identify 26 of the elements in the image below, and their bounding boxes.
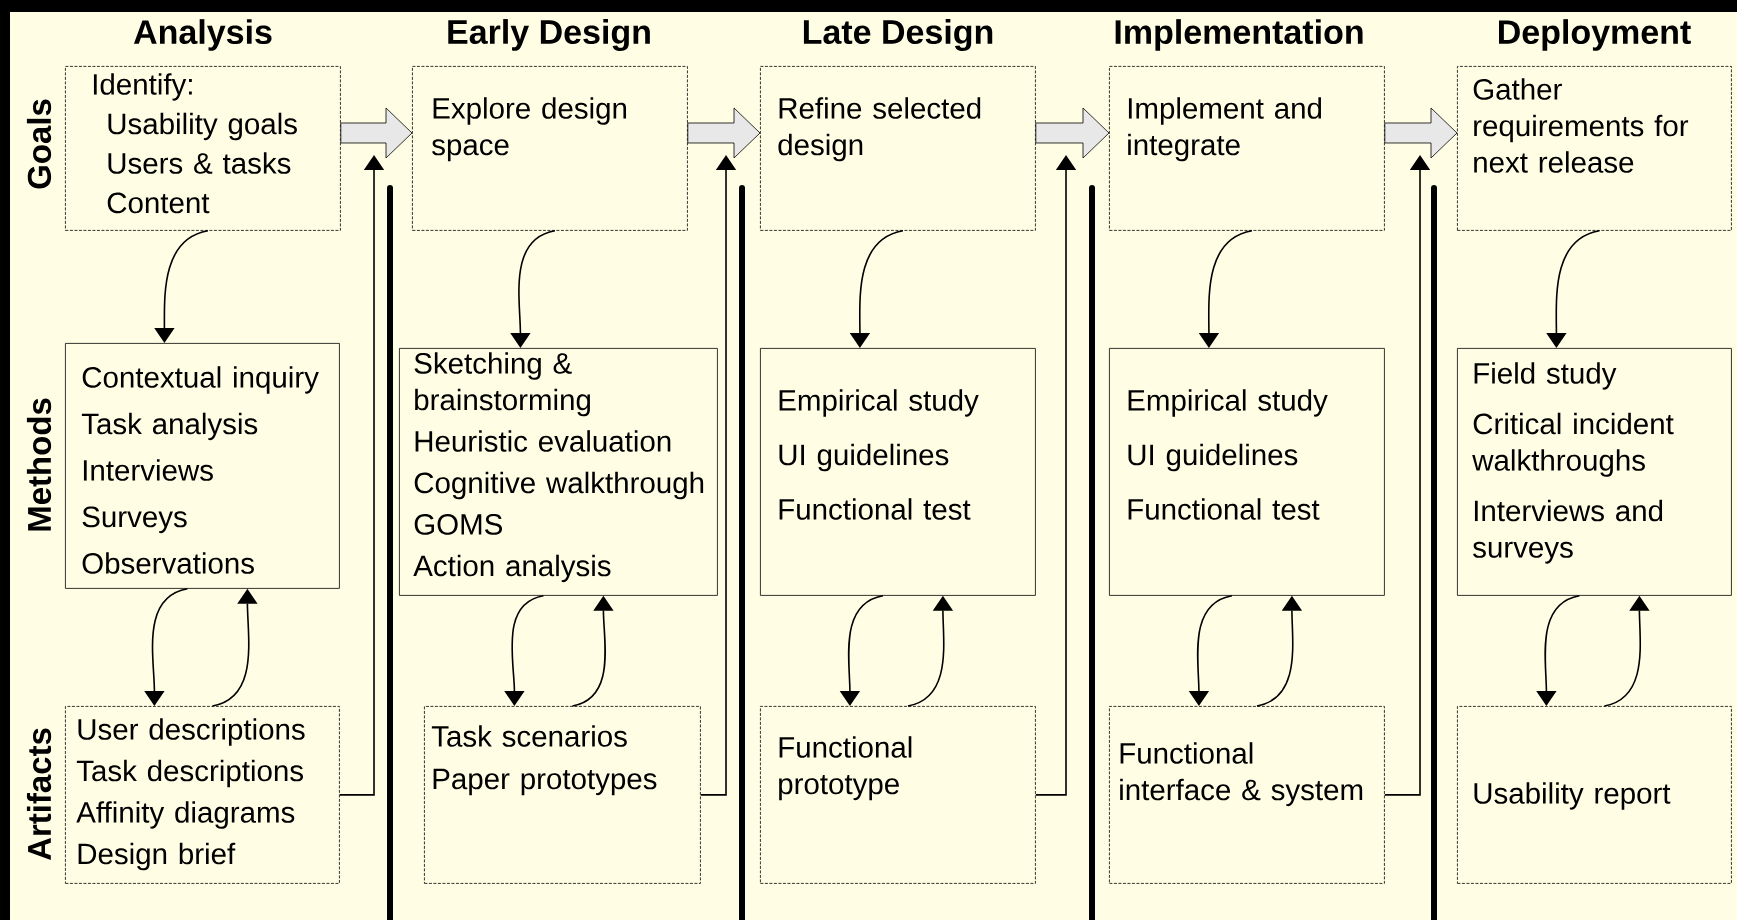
curved-arrow [1546, 230, 1601, 348]
curved-arrow [1536, 595, 1581, 706]
artifact-box: Functional interface & system [1109, 706, 1385, 884]
goal-box: Explore design space [412, 66, 688, 231]
curved-arrow [504, 595, 545, 706]
artifact-box: Task scenarios Paper prototypes [424, 706, 701, 884]
curved-arrow [510, 230, 556, 348]
method-box: Empirical study UI guidelines Functional test [1109, 348, 1385, 596]
goal-box: Gather requirements for next release [1457, 66, 1732, 231]
block-arrow [1035, 107, 1110, 159]
block-arrow [1384, 107, 1458, 159]
curved-arrow [154, 230, 209, 343]
goal-box: Identify: Usability goals Users & tasks Content [65, 66, 341, 231]
method-box: Field study Critical incident walkthroughs Interviews and surveys [1457, 348, 1732, 596]
method-box: Contextual inquiry Task analysis Interviews Surveys Observations [65, 343, 340, 589]
method-box: Empirical study UI guidelines Functional test [760, 348, 1036, 596]
artifact-box: Functional prototype [760, 706, 1036, 884]
curved-arrow [144, 588, 189, 706]
block-arrow [687, 107, 761, 159]
column-heading: Implementation [1115, 19, 1363, 51]
block-arrow [340, 107, 413, 159]
goal-box: Implement and integrate [1109, 66, 1385, 231]
goal-box: Refine selected design [760, 66, 1036, 231]
method-box: Sketching & brainstorming Heuristic evaluation Cognitive walkthrough GOMS Action analysis [399, 348, 718, 596]
artifact-box: User descriptions Task descriptions Affinity diagrams Design brief [65, 706, 340, 884]
artifact-box: Usability report [1457, 706, 1732, 884]
